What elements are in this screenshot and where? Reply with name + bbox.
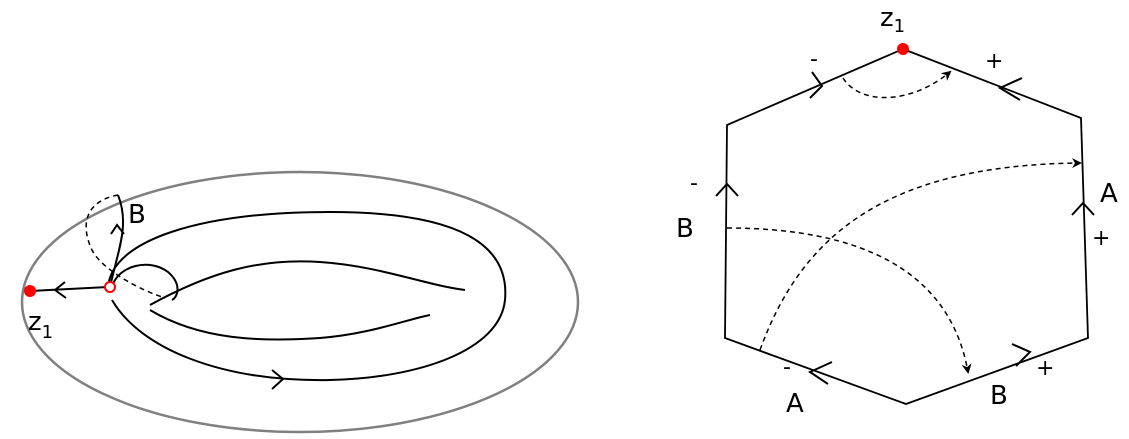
torus-outer-tube-curve [107, 210, 507, 382]
edge-arrow-bottom-left [807, 361, 833, 385]
sign-right: + [1092, 226, 1110, 251]
torus-b-label: B [128, 200, 146, 230]
sign-top-right: + [985, 49, 1003, 74]
torus-inner-lower-curve [149, 309, 431, 341]
b-loop-arrow [110, 223, 125, 235]
torus-outer-boundary [20, 170, 580, 434]
polygon-z1-sub: 1 [894, 16, 905, 37]
sign-top-left: - [810, 47, 818, 72]
torus-z1-label: z1 [28, 307, 53, 343]
sign-bottom-right: + [1036, 356, 1054, 381]
label-bottom-a: A [786, 389, 804, 419]
label-right-a: A [1100, 179, 1118, 209]
hexagon-outline [724, 48, 1089, 405]
z1-segment-arrow [53, 281, 67, 299]
label-left-b: B [676, 214, 694, 244]
basepoint-hollow [104, 281, 116, 293]
polygon-z1-main: z [880, 3, 894, 33]
edge-arrow-left [715, 182, 739, 197]
sign-bottom-left: - [783, 355, 791, 380]
torus-z1-main: z [28, 307, 42, 337]
edge-arrow-bottom-right [1011, 343, 1032, 367]
edge-arrow-top-right [997, 77, 1023, 101]
torus-figure: z1 B [20, 170, 580, 434]
dashed-arc-b [726, 227, 972, 374]
edge-arrow-right [1071, 201, 1095, 216]
torus-small-loop [111, 263, 179, 301]
dashed-arc-a [759, 158, 1082, 351]
z1-point-polygon [897, 43, 909, 55]
b-loop-dashed [85, 194, 166, 299]
torus-z1-sub: 1 [42, 322, 53, 343]
z1-point [24, 285, 36, 297]
polygon-z1-label: z1 [880, 3, 905, 37]
dashed-arc-top [842, 70, 952, 99]
z1-segment [29, 286, 109, 292]
hexagon-figure: z1 B A A B - + - + - + [676, 3, 1118, 419]
sign-left: - [690, 171, 698, 196]
b-loop-curve [109, 194, 125, 288]
loop-direction-arrow [271, 369, 285, 390]
edge-arrow-top-left [809, 71, 824, 99]
torus-inner-tube-curve [149, 260, 466, 306]
label-bottom-b: B [990, 381, 1008, 411]
